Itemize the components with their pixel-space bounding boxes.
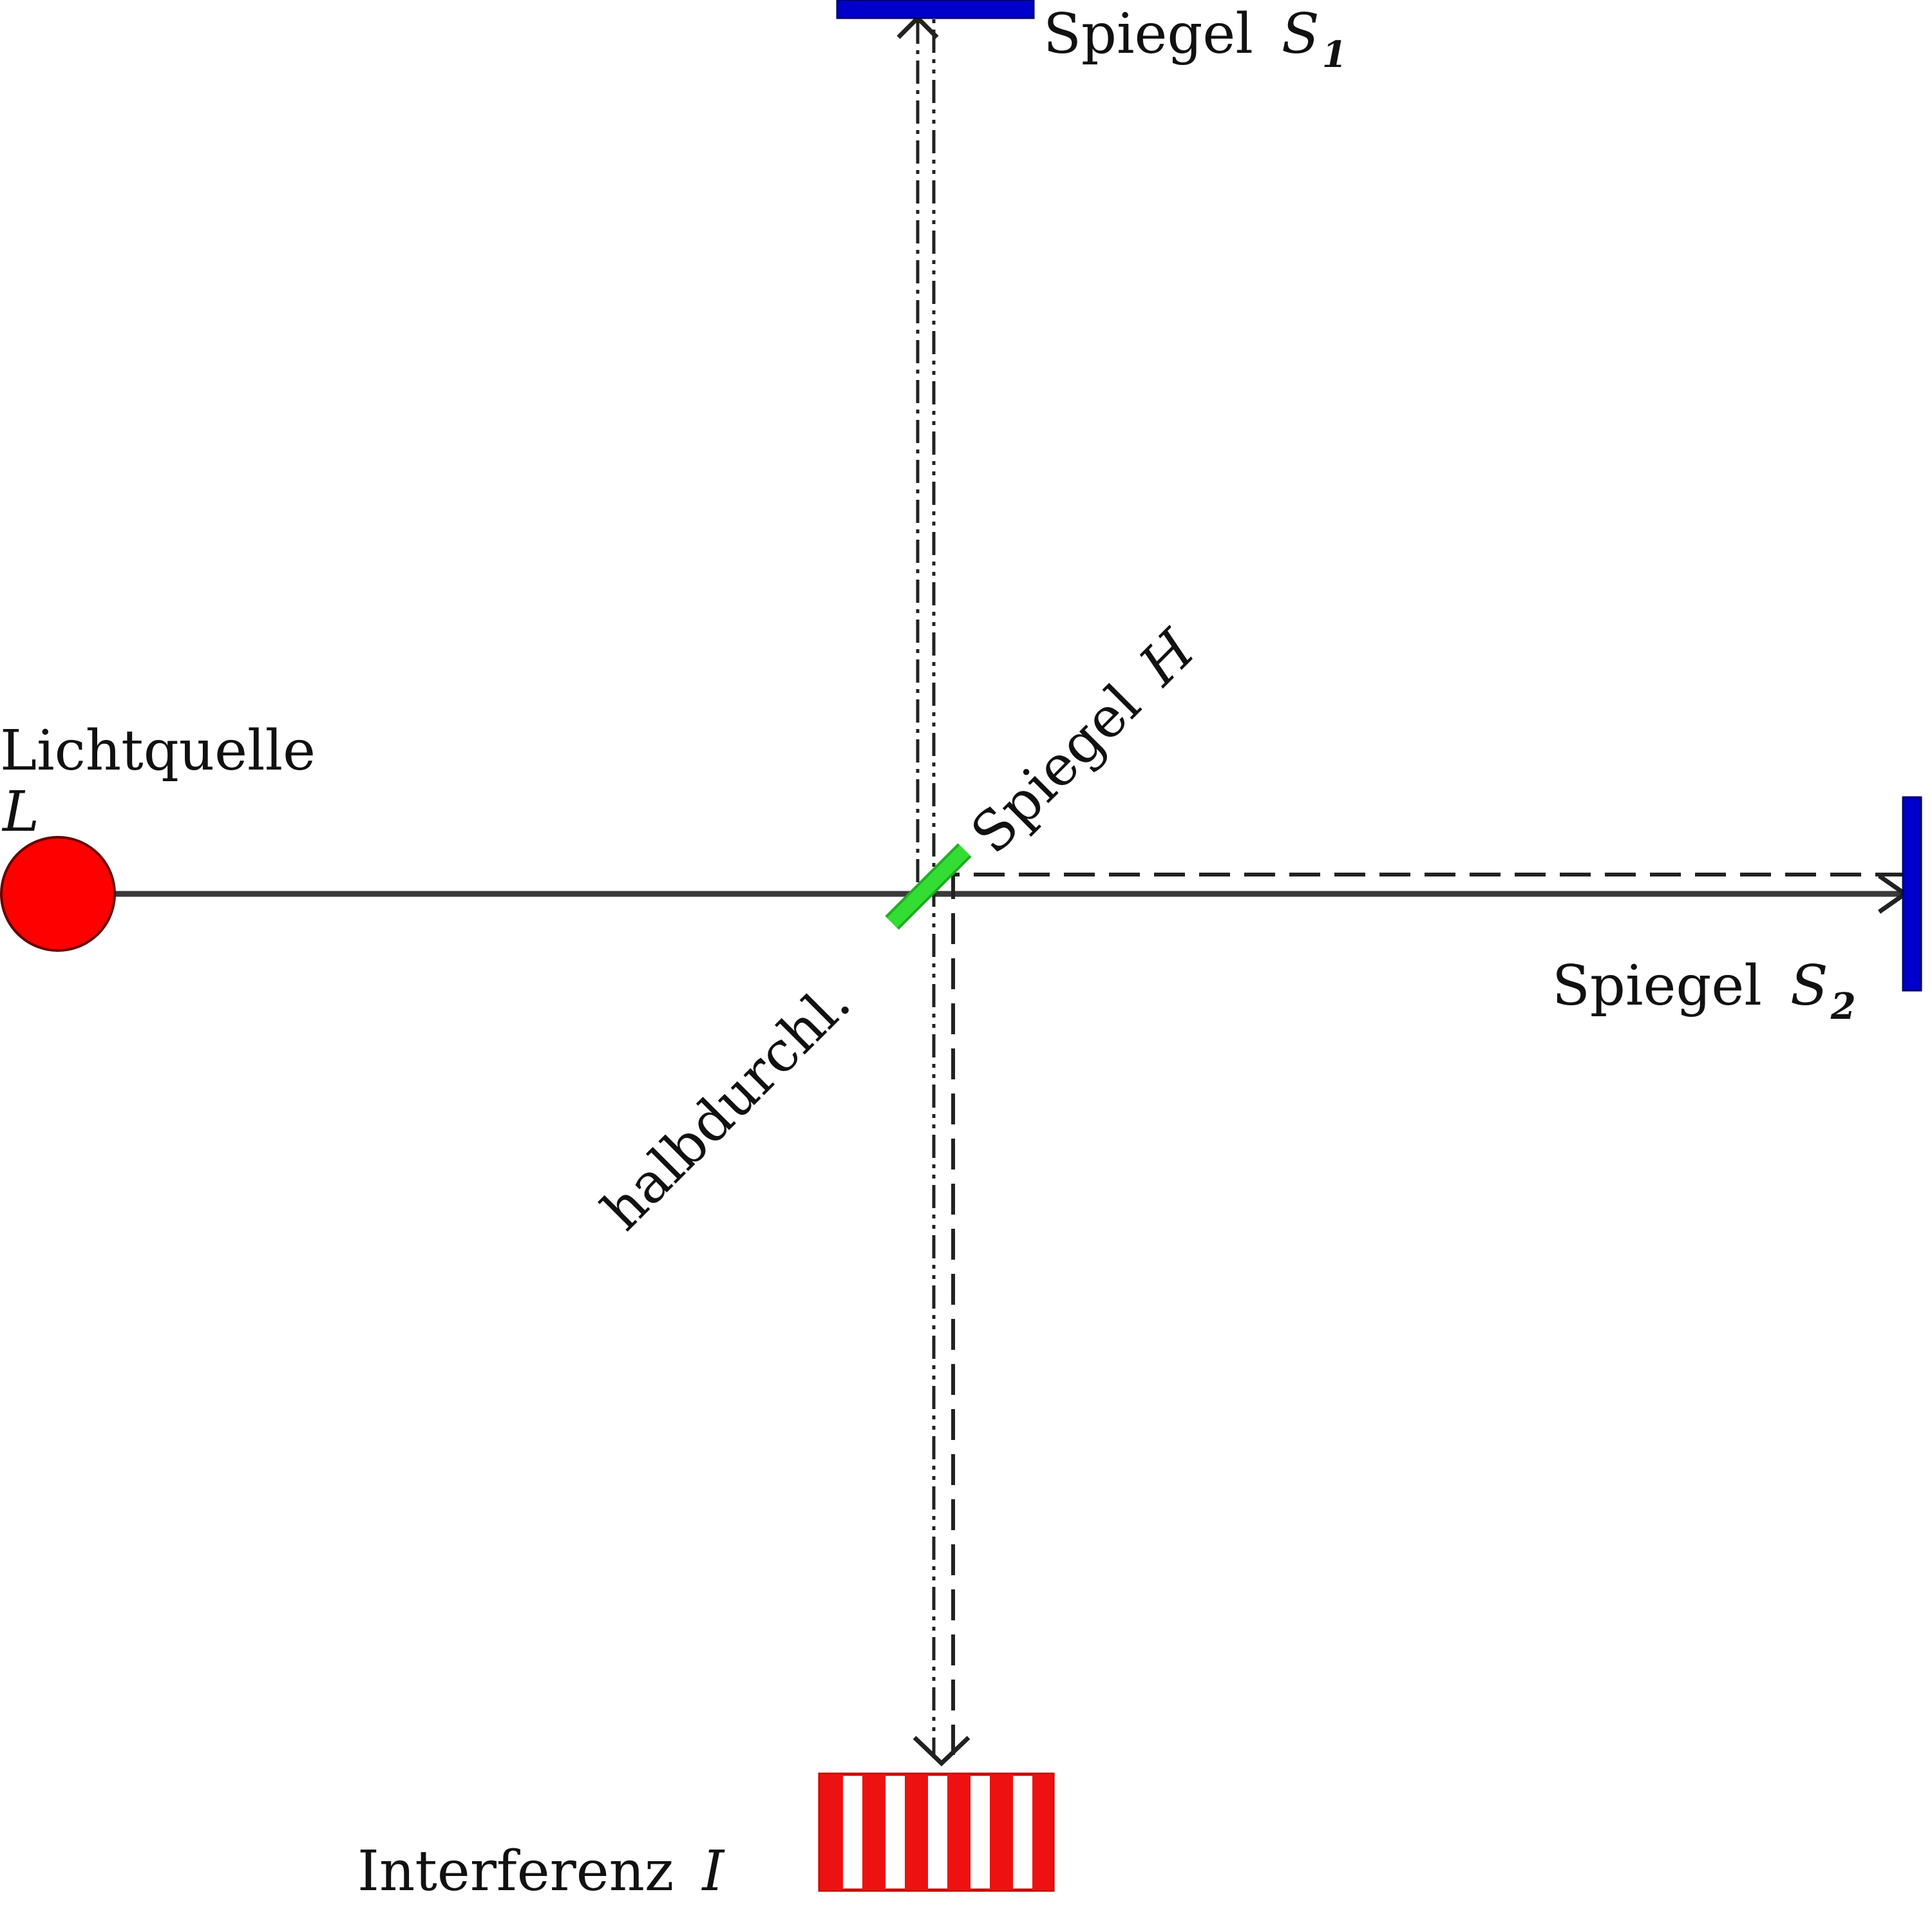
light-source-symbol: L — [1, 780, 39, 844]
mirror-s2 — [1902, 796, 1922, 992]
interference-screen — [818, 1772, 1055, 1892]
beam-splitter-label-line2: Spiegel H — [959, 617, 1208, 866]
beam-arrowhead-screen — [913, 1736, 971, 1766]
light-source-label: Lichtquelle — [0, 719, 316, 783]
mirror-s1-label: Spiegel S 1 — [1043, 2, 1347, 76]
beam-splitter-fill — [887, 845, 970, 928]
mirror-s1 — [836, 0, 1035, 19]
light-source — [0, 836, 116, 952]
mirror-s2-label: Spiegel S 2 — [1552, 954, 1856, 1028]
beam-splitter-label-line1: halbdurchl. — [590, 970, 863, 1243]
screen-label: Interferenz I — [357, 1839, 725, 1904]
